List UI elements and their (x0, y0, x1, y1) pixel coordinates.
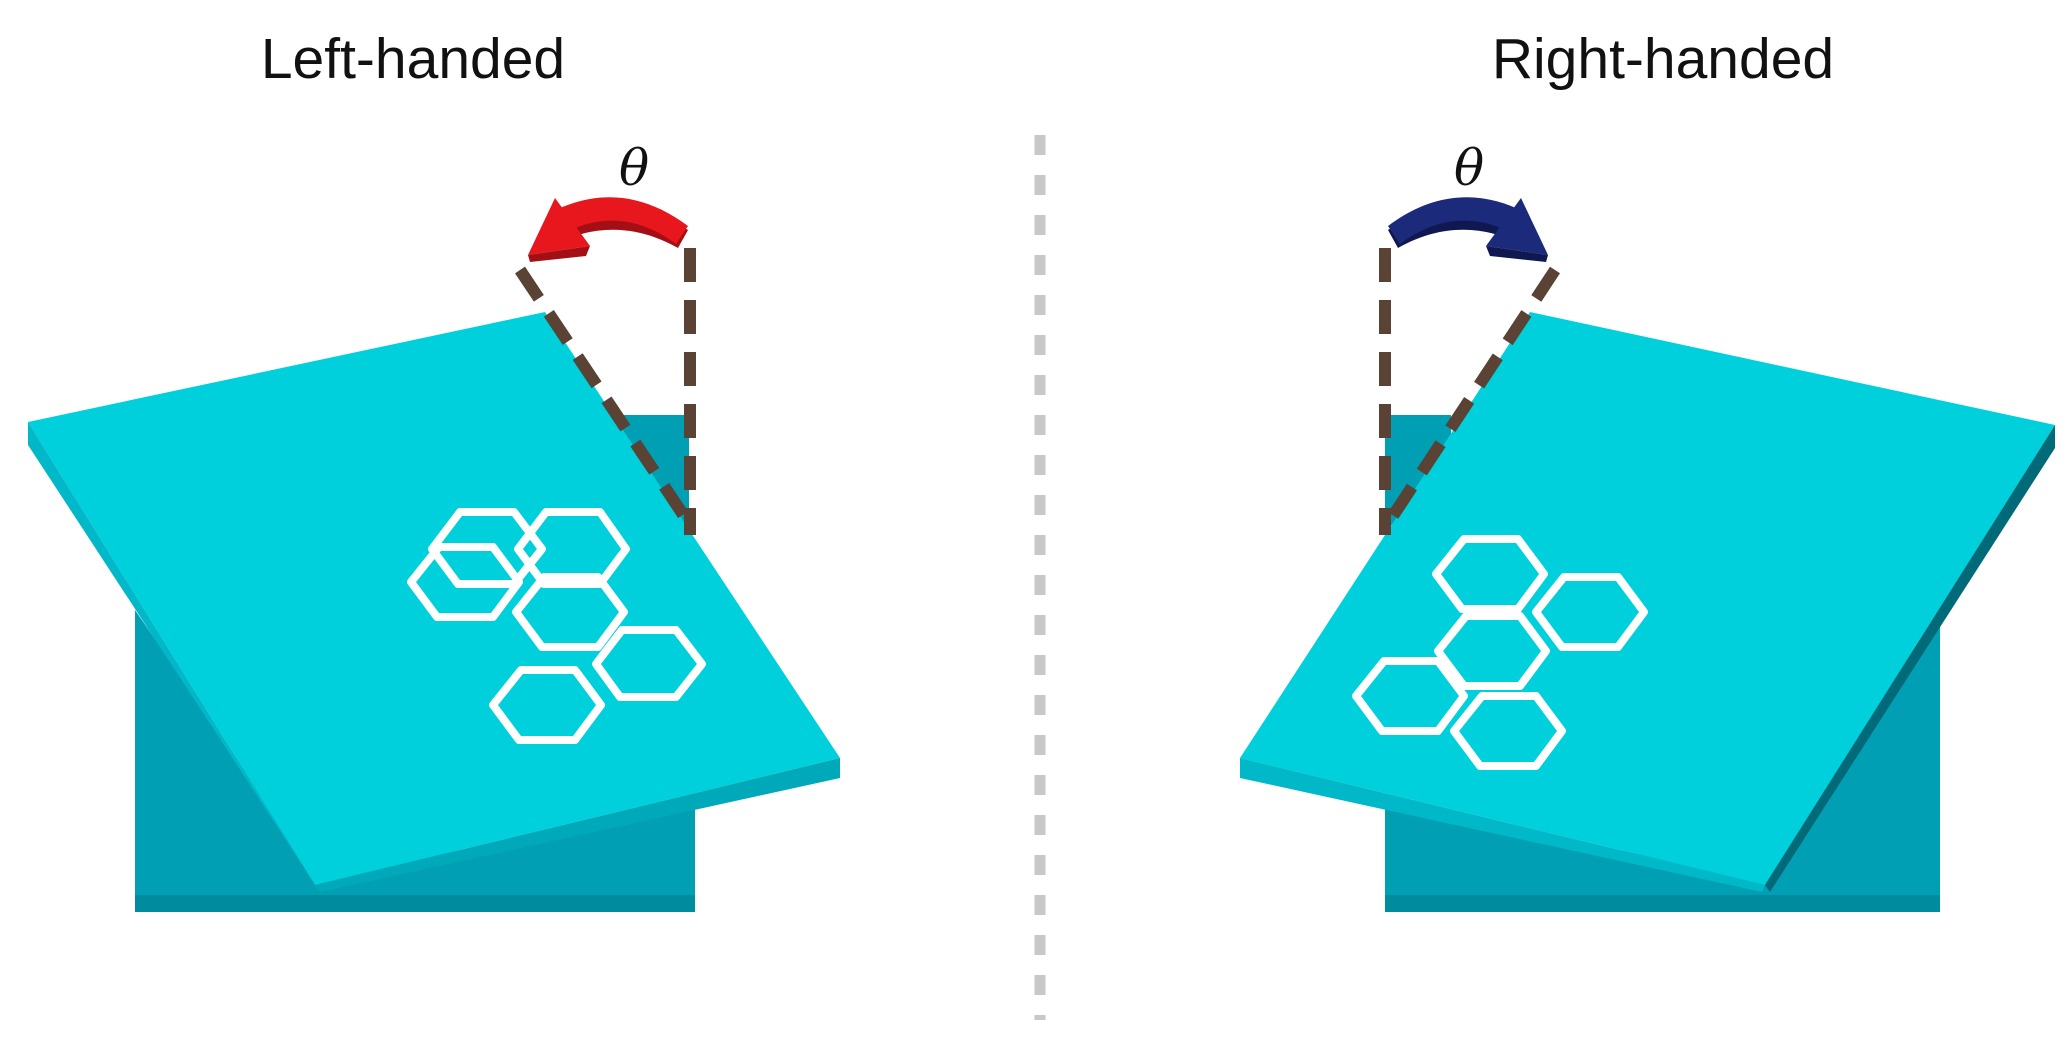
right-theta-label: θ (1454, 139, 1484, 197)
left-hexagon-lattice-icon (407, 508, 706, 744)
counterclockwise-arrow-icon (528, 197, 688, 262)
left-theta-label: θ (619, 139, 649, 197)
left-angle-guides (515, 248, 697, 535)
right-handed-model: θ (1240, 139, 2055, 912)
right-handed-label: Right-handed (1492, 27, 1834, 91)
right-tilted-plate (1240, 312, 2055, 892)
left-handed-model: θ (28, 139, 840, 912)
right-hexagon-lattice-icon (1352, 535, 1648, 770)
right-angle-guides (1379, 248, 1561, 535)
left-handed-label: Left-handed (261, 27, 565, 91)
clockwise-arrow-icon (1388, 197, 1548, 262)
